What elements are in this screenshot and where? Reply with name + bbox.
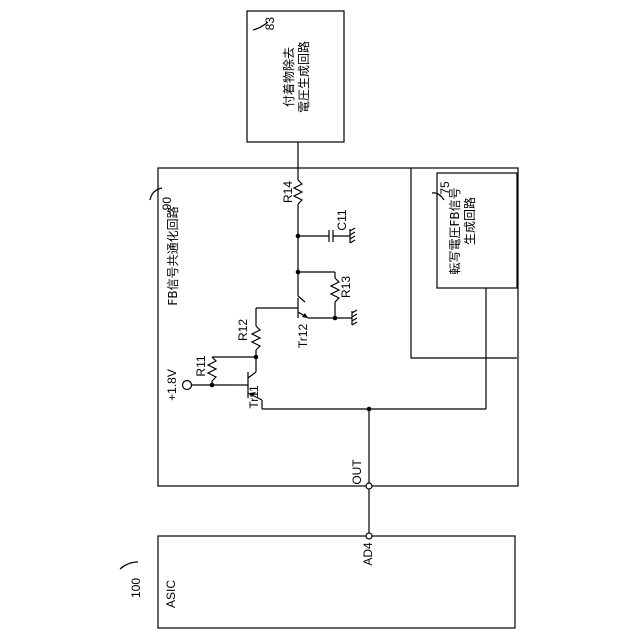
label-ref-100: 100 — [129, 578, 143, 598]
terminal-vsupply — [183, 381, 192, 390]
label-ad4: AD4 — [361, 542, 375, 566]
label-transfer-line1: 転写電圧FB信号 — [448, 187, 462, 274]
label-tr11: Tr11 — [247, 385, 261, 409]
terminal-ad4 — [366, 533, 372, 539]
junction-tr12-gnd — [333, 316, 338, 321]
label-fb-common: FB信号共通化回路 — [165, 206, 180, 305]
label-r11: R11 — [194, 355, 208, 376]
terminal-out — [366, 483, 372, 489]
leader-100 — [120, 562, 138, 569]
label-r12: R12 — [236, 319, 250, 341]
label-out: OUT — [350, 459, 364, 485]
label-deposit-line1: 付着物除去 — [281, 47, 296, 107]
label-vsupply: +1.8V — [165, 369, 179, 401]
junction-vsupply — [210, 383, 215, 388]
label-deposit-line2: 電圧生成回路 — [296, 41, 311, 113]
label-ref-83: 83 — [263, 17, 277, 31]
label-c11: C11 — [335, 209, 349, 230]
label-transfer-line2: 生成回路 — [462, 197, 477, 245]
label-asic: ASIC — [164, 580, 178, 608]
label-tr12: Tr12 — [296, 324, 310, 349]
label-r13: R13 — [339, 276, 353, 298]
asic-block — [158, 536, 515, 628]
label-r14: R14 — [281, 181, 295, 203]
